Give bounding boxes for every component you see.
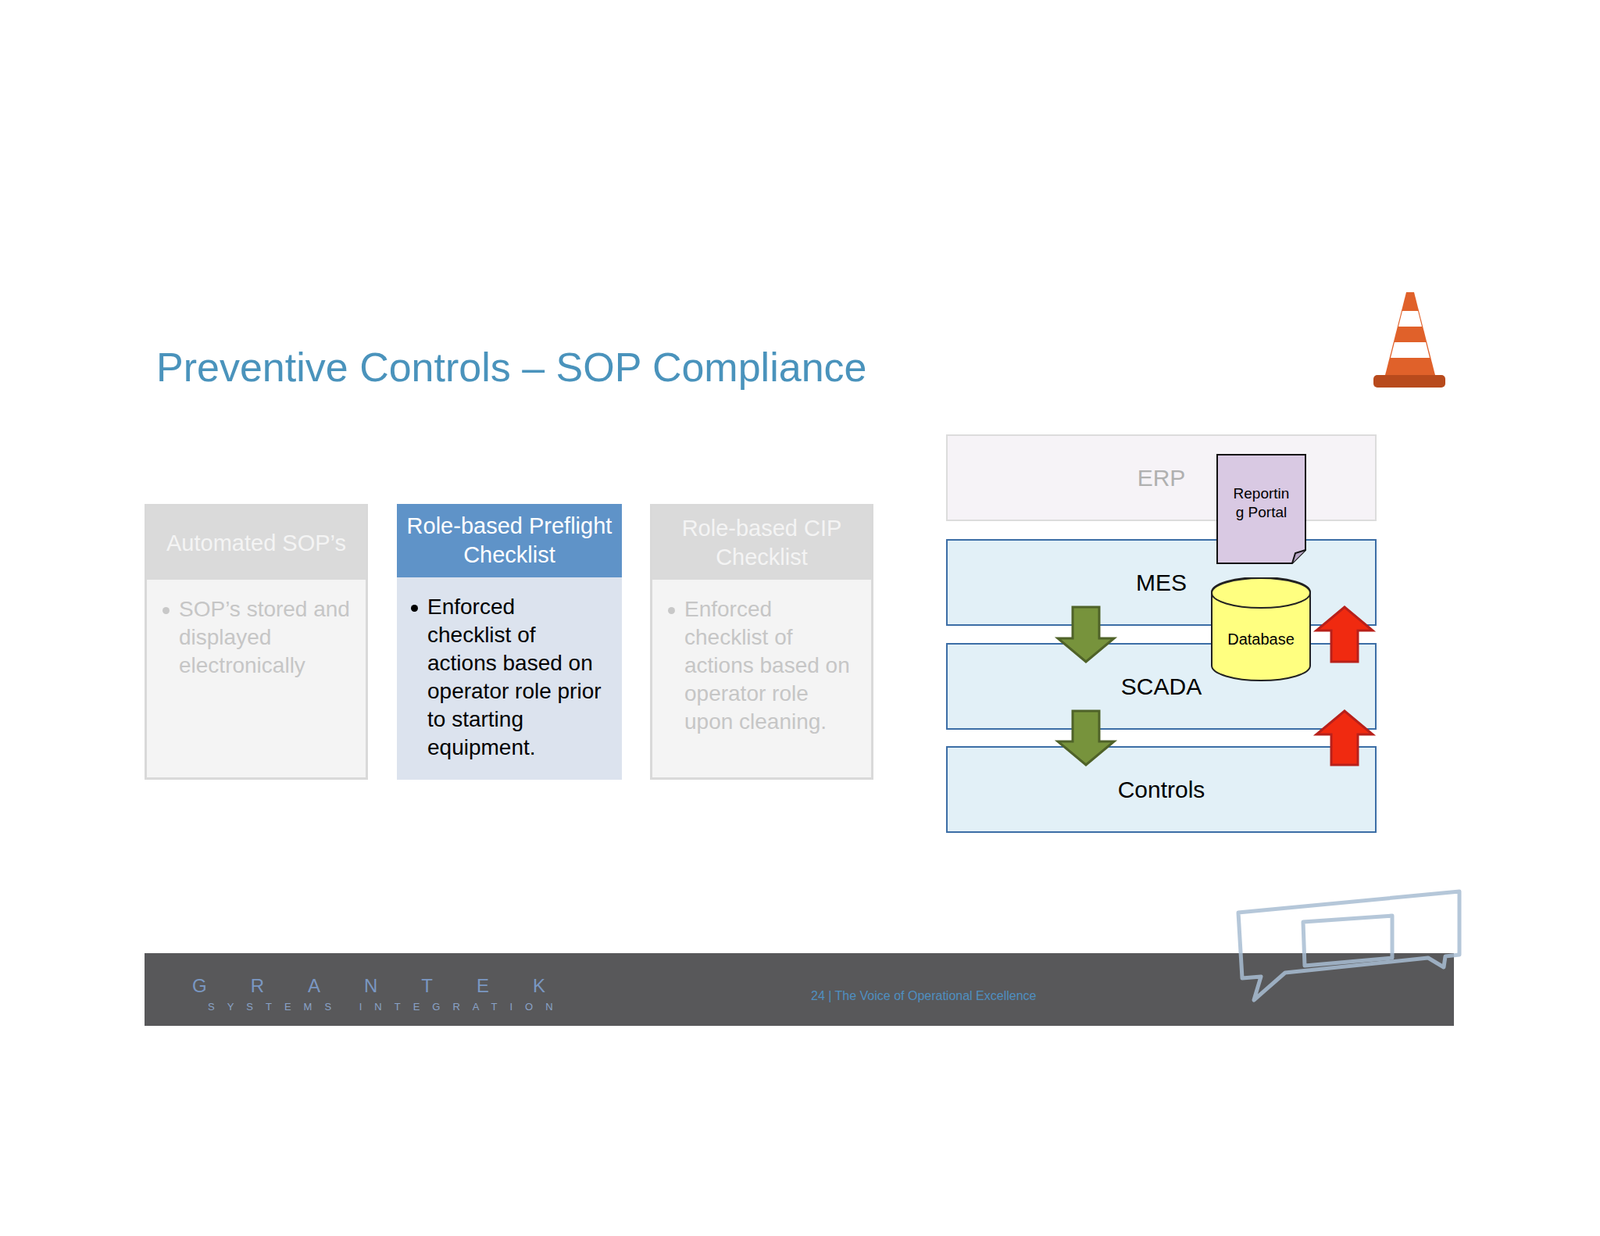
footer-text: 24 | The Voice of Operational Excellence bbox=[810, 989, 1036, 1004]
card-heading: Automated SOP’s bbox=[146, 506, 366, 580]
card-body: SOP’s stored and displayed electronicall… bbox=[146, 579, 366, 680]
card-heading: Role-based Preflight Checklist bbox=[396, 503, 622, 578]
bullet-dot bbox=[410, 604, 418, 612]
system-layer-band: Controls bbox=[946, 746, 1377, 833]
block-arrow bbox=[1057, 710, 1115, 765]
document-label: Reportin g Portal bbox=[1230, 484, 1293, 522]
block-arrow bbox=[1316, 607, 1373, 662]
speech-bubble bbox=[1303, 915, 1393, 966]
bullet-dot bbox=[162, 607, 170, 615]
layer-name: ERP bbox=[1137, 464, 1186, 492]
content-card: Role-based CIP ChecklistEnforced checkli… bbox=[650, 503, 874, 780]
logo-wordmark: GRANTEK bbox=[192, 975, 590, 997]
layer-name: MES bbox=[1135, 569, 1187, 597]
block-arrow bbox=[1057, 607, 1115, 662]
content-card: Automated SOP’sSOP’s stored and displaye… bbox=[144, 503, 368, 780]
document-body bbox=[1217, 454, 1306, 564]
system-layer-band: ERP bbox=[946, 434, 1377, 522]
database-label: Database bbox=[1210, 630, 1311, 649]
block-arrow bbox=[1316, 710, 1373, 765]
traffic-cone bbox=[1373, 292, 1446, 388]
card-body: Enforced checklist of actions based on o… bbox=[396, 577, 622, 762]
cylinder-body bbox=[1211, 577, 1311, 681]
card-heading: Role-based CIP Checklist bbox=[652, 506, 872, 580]
cone-stripe bbox=[1398, 310, 1422, 327]
cone-stripe bbox=[1390, 342, 1430, 358]
database-cylinder: Database bbox=[1210, 577, 1311, 682]
content-card: Role-based Preflight ChecklistEnforced c… bbox=[396, 503, 622, 780]
card-body-text: SOP’s stored and displayed electronicall… bbox=[178, 595, 355, 680]
speech-bubble bbox=[1238, 891, 1460, 1000]
speech-bubble-icon bbox=[1238, 891, 1460, 1000]
logo-tagline: SYSTEMS INTEGRATION bbox=[207, 1000, 566, 1013]
system-layer-band: SCADA bbox=[946, 642, 1377, 730]
cone-base bbox=[1373, 375, 1446, 388]
layer-name: Controls bbox=[1117, 776, 1206, 804]
card-body: Enforced checklist of actions based on o… bbox=[652, 579, 872, 736]
card-body-text: Enforced checklist of actions based on o… bbox=[684, 595, 861, 736]
cylinder-top bbox=[1211, 578, 1311, 608]
cylinder-outline bbox=[1210, 577, 1311, 682]
card-body-text: Enforced checklist of actions based on o… bbox=[427, 592, 604, 762]
document-shape: Reportin g Portal bbox=[1216, 453, 1307, 565]
layer-name: SCADA bbox=[1121, 673, 1202, 700]
slide-title: Preventive Controls – SOP Compliance bbox=[156, 343, 867, 391]
cone-body bbox=[1384, 292, 1436, 379]
system-layer-band: MES bbox=[946, 539, 1377, 626]
bullet-dot bbox=[667, 607, 675, 615]
